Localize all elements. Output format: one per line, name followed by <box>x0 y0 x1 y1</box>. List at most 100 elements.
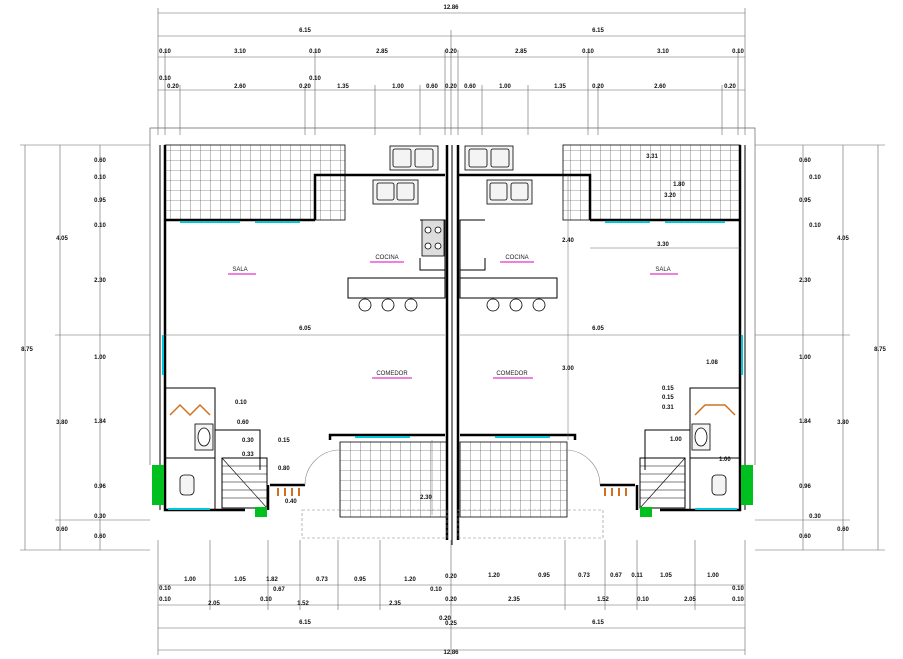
dim-bottom-center: 0.25 <box>445 621 457 627</box>
roof-ridge-symbol <box>169 403 736 417</box>
right-garage-tiles <box>459 441 568 518</box>
dim-interior: 6.05 <box>299 326 311 332</box>
dim-right-side: 1.00 <box>799 355 811 361</box>
dim-left-side: 0.95 <box>94 198 106 204</box>
dim-bottom-row2: 0.10 <box>732 597 744 603</box>
dim-top-row2: 2.85 <box>376 49 388 55</box>
room-label-sala-right: SALA <box>655 267 670 273</box>
dim-overall-top: 12.86 <box>443 5 459 11</box>
room-label-sala-left: SALA <box>232 267 247 273</box>
dim-overall-bottom: 12.86 <box>443 650 459 656</box>
dim-right-side: 0.60 <box>799 158 811 164</box>
dim-top-row3: 0.10 <box>159 76 171 82</box>
windows <box>162 221 743 510</box>
dim-top-row3: 0.20 <box>592 84 604 90</box>
dim-left-group: 3.80 <box>56 420 68 426</box>
dim-top-row3: 0.10 <box>309 76 321 82</box>
dim-bottom-row2: 2.35 <box>389 601 401 607</box>
dim-left-side: 2.30 <box>94 278 106 284</box>
dim-right-side: 0.30 <box>809 514 821 520</box>
dim-bottom-row2: 1.52 <box>297 601 309 607</box>
dim-bottom-row1: 0.20 <box>445 574 457 580</box>
dim-interior: 3.20 <box>664 193 676 199</box>
dim-right-side: 0.10 <box>809 175 821 181</box>
stairs <box>221 457 686 509</box>
dim-left-side: 1.84 <box>94 419 106 425</box>
stove-icon <box>421 219 445 257</box>
dim-left-group: 0.60 <box>56 527 68 533</box>
dim-interior: 6.05 <box>592 326 604 332</box>
dim-interior: 3.30 <box>657 242 669 248</box>
side-dimension-lines <box>20 144 885 551</box>
dim-top-row3: 0.60 <box>464 84 476 90</box>
dim-interior: 1.80 <box>673 182 685 188</box>
door-swings <box>304 449 601 486</box>
dim-left-side: 0.60 <box>94 534 106 540</box>
dim-top-row2: 0.10 <box>159 49 171 55</box>
dim-stairs-right: 1.00 <box>670 437 682 443</box>
dim-bottom-row1: 0.73 <box>578 573 590 579</box>
dim-stairs-right: 0.15 <box>662 386 674 392</box>
dim-stairs-left: 0.30 <box>242 438 254 444</box>
dim-bottom-half-right: 6.15 <box>592 620 604 626</box>
dim-stairs-left: 0.80 <box>278 466 290 472</box>
dim-right-total: 8.75 <box>874 347 886 353</box>
dim-bottom-row1: 1.05 <box>234 577 246 583</box>
room-label-underlines <box>228 261 678 379</box>
dim-half-right-top: 6.15 <box>592 28 604 34</box>
dim-bottom-row1: 1.82 <box>266 577 278 583</box>
dim-right-side: 0.95 <box>799 198 811 204</box>
dim-top-row2: 0.10 <box>582 49 594 55</box>
dim-interior: 1.08 <box>706 360 718 366</box>
dim-bottom-row1: 0.95 <box>354 577 366 583</box>
dim-bottom-row1: 1.00 <box>707 573 719 579</box>
interior-dimension-lines <box>165 175 740 515</box>
dim-right-group: 0.60 <box>837 527 849 533</box>
dim-top-row3: 1.00 <box>499 84 511 90</box>
dim-right-side: 0.60 <box>799 534 811 540</box>
dim-bottom-row1: 0.67 <box>610 573 622 579</box>
dim-stairs-right: 1.00 <box>719 457 731 463</box>
dim-bottom-row1: 1.00 <box>184 577 196 583</box>
parking-outline <box>301 509 604 539</box>
dim-left-side: 0.60 <box>94 158 106 164</box>
dim-left-side: 0.10 <box>94 223 106 229</box>
top-dimension-lines <box>157 8 746 135</box>
dim-right-group: 4.05 <box>837 236 849 242</box>
dim-stairs-left: 0.10 <box>235 400 247 406</box>
dim-top-row3: 0.20 <box>299 84 311 90</box>
dim-left-total: 8.75 <box>21 347 33 353</box>
dim-top-row3: 0.60 <box>426 84 438 90</box>
dim-top-row3: 2.60 <box>234 84 246 90</box>
room-label-comedor-left: COMEDOR <box>376 371 408 377</box>
left-garage-tiles <box>339 441 448 518</box>
dim-top-row2: 0.10 <box>309 49 321 55</box>
dim-right-side: 0.10 <box>809 223 821 229</box>
left-patio-tiles <box>164 144 346 221</box>
dim-top-row2: 0.20 <box>445 49 457 55</box>
dim-right-group: 3.80 <box>837 420 849 426</box>
dim-top-row3: 1.35 <box>554 84 566 90</box>
dim-bottom-row2: 2.05 <box>684 597 696 603</box>
dim-bottom-row1: 1.05 <box>660 573 672 579</box>
dim-bottom-misc: 0.67 <box>273 587 285 593</box>
dim-top-row3: 0.20 <box>167 84 179 90</box>
dim-bottom-row1: 0.73 <box>316 577 328 583</box>
dim-top-row3: 0.20 <box>724 84 736 90</box>
property-outline <box>149 127 756 465</box>
dim-interior: 2.30 <box>420 495 432 501</box>
dim-bottom-row1: 0.11 <box>631 573 643 579</box>
dim-stairs-left: 0.15 <box>278 438 290 444</box>
dim-bottom-row1: 0.95 <box>538 573 550 579</box>
bar-stools <box>358 298 546 312</box>
dim-bottom-row2: 0.10 <box>732 586 744 592</box>
dim-bottom-half-left: 6.15 <box>299 620 311 626</box>
dim-bottom-row2: 0.10 <box>159 597 171 603</box>
dim-right-side: 0.96 <box>799 484 811 490</box>
dim-interior: 3.31 <box>646 154 658 160</box>
room-label-comedor-right: COMEDOR <box>496 371 528 377</box>
dim-left-side: 0.10 <box>94 175 106 181</box>
dim-stairs-right: 0.31 <box>662 405 674 411</box>
dim-left-side: 0.96 <box>94 484 106 490</box>
